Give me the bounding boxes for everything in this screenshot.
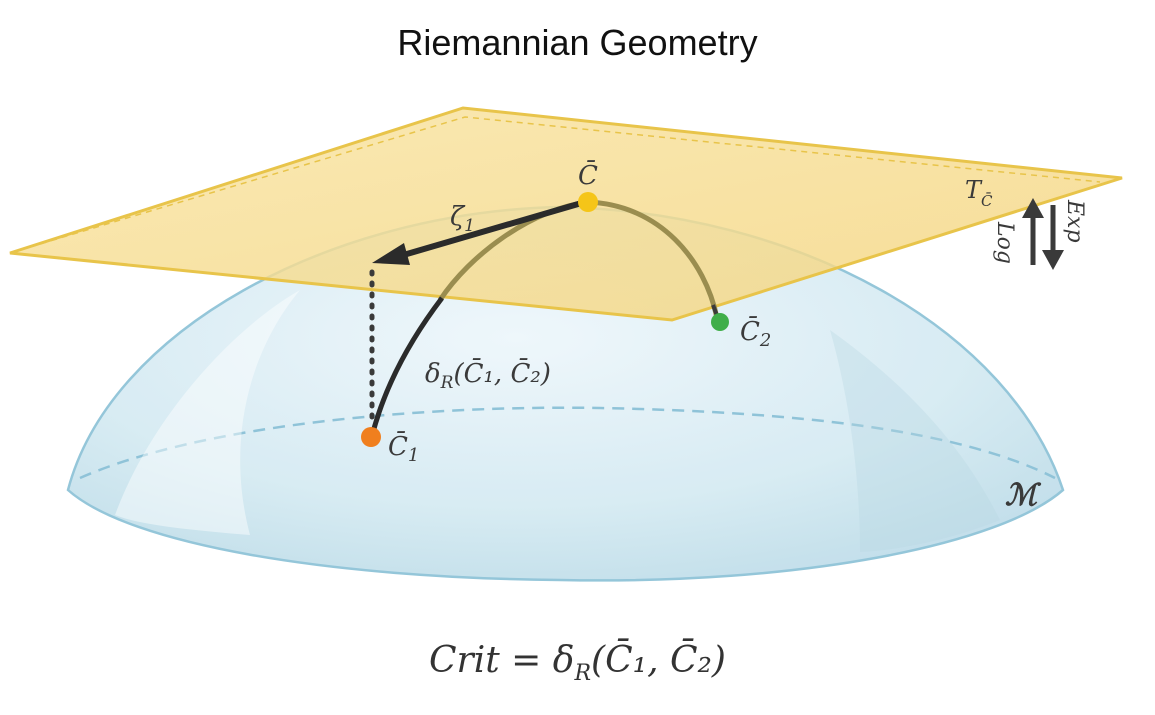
formula-sub: R: [574, 661, 592, 687]
mean-point-marker: [578, 192, 598, 212]
manifold-label: ℳ: [1005, 478, 1042, 513]
point2-label: C̄2: [740, 315, 771, 351]
distance-label: δR(C̄₁, C̄₂): [425, 357, 551, 393]
tangent-space-label: TC̄: [965, 176, 993, 210]
exp-arrow-icon: [1042, 250, 1064, 270]
log-label: Log: [992, 221, 1017, 264]
mean-point-label: C̄: [578, 159, 598, 191]
diagram-title: Riemannian Geometry: [397, 22, 758, 63]
geodesic-to-c2: [587, 199, 720, 319]
formula-args: (C̄₁, C̄₂): [591, 640, 726, 681]
criterion-formula: Crit = δR(C̄₁, C̄₂): [0, 640, 1155, 686]
tangent-plane: [9, 106, 1123, 322]
log-arrow-icon: [1022, 198, 1044, 218]
point2-marker: [711, 313, 729, 331]
exp-label: Exp: [1062, 199, 1087, 243]
point1-label: C̄1: [388, 430, 419, 466]
manifold-dome: [66, 205, 1065, 582]
tangent-vector-label: ζ1: [450, 202, 475, 236]
log-exp-arrows: [1022, 198, 1064, 270]
tangent-vector-arrow: [372, 199, 586, 265]
formula-text: Crit = δ: [429, 640, 575, 681]
geodesic-to-c1: [369, 296, 444, 437]
point1-marker: [361, 427, 381, 447]
